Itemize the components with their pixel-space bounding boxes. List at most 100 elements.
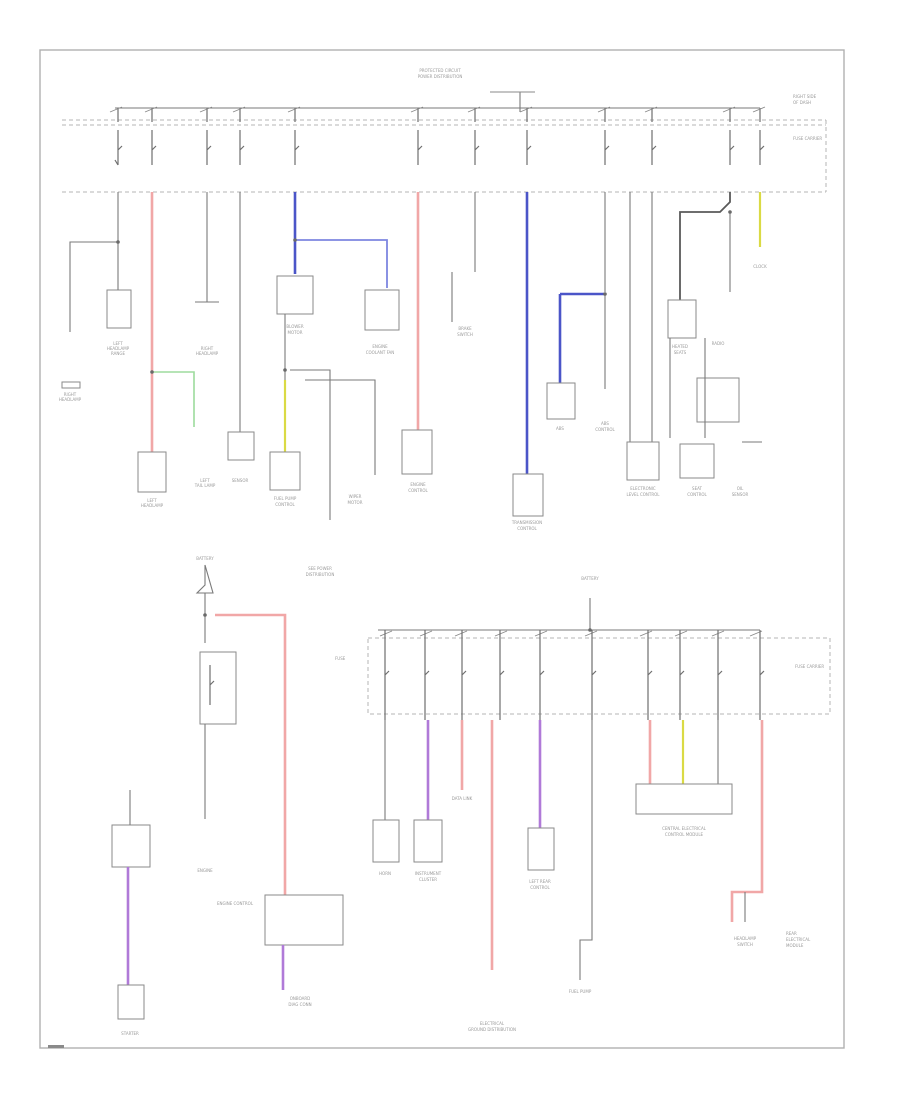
svg-text:SENSOR: SENSOR xyxy=(732,492,749,497)
bottom-left-circuit: BATTERY ENGINE STARTER ONBOARD DIAG CONN… xyxy=(111,556,344,1036)
svg-text:SEE POWER: SEE POWER xyxy=(308,566,332,571)
component-bl-3 xyxy=(117,984,145,1020)
svg-text:GROUND DISTRIBUTION: GROUND DISTRIBUTION xyxy=(468,1027,516,1032)
svg-text:BATTERY: BATTERY xyxy=(196,556,214,561)
page-label-mark xyxy=(48,1045,64,1048)
svg-text:MOTOR: MOTOR xyxy=(348,500,363,505)
component-c6 xyxy=(401,429,433,475)
svg-text:RANGE: RANGE xyxy=(111,351,125,356)
component-c11b xyxy=(696,377,740,423)
svg-text:SWITCH: SWITCH xyxy=(737,942,753,947)
svg-text:RIGHT SIDE: RIGHT SIDE xyxy=(793,94,817,99)
svg-text:MOTOR: MOTOR xyxy=(288,330,303,335)
component-c5c xyxy=(364,289,400,331)
component-bl-1 xyxy=(199,651,237,725)
svg-text:RIGHT: RIGHT xyxy=(64,392,77,397)
ground-c1 xyxy=(61,381,81,389)
svg-text:FUEL PUMP: FUEL PUMP xyxy=(274,496,297,501)
svg-text:OF DASH: OF DASH xyxy=(793,100,811,105)
svg-text:CONTROL MODULE: CONTROL MODULE xyxy=(665,832,704,837)
bottom-fuse-ticks xyxy=(379,630,763,637)
svg-text:HEATED: HEATED xyxy=(672,344,688,349)
svg-text:HORN: HORN xyxy=(379,871,391,876)
wire-c11c xyxy=(669,338,706,438)
svg-text:CLUSTER: CLUSTER xyxy=(419,877,437,882)
fuse-9 xyxy=(604,108,610,165)
fusible-link xyxy=(195,564,214,594)
svg-text:HEADLAMP: HEADLAMP xyxy=(59,397,82,402)
bottom-branch-wires: HORN INSTRUMENT CLUSTER DATA LINK LEFT R… xyxy=(372,720,811,1032)
component-c4 xyxy=(227,431,255,461)
svg-text:DIAG CONN: DIAG CONN xyxy=(288,1002,311,1007)
svg-text:BLOWER: BLOWER xyxy=(286,324,303,329)
wire-c3 xyxy=(195,192,219,303)
svg-text:FUSE: FUSE xyxy=(335,656,346,661)
svg-text:INSTRUMENT: INSTRUMENT xyxy=(415,871,442,876)
svg-text:HEADLAMP: HEADLAMP xyxy=(196,351,219,356)
svg-text:ENGINE: ENGINE xyxy=(372,344,388,349)
svg-text:HEADLAMP: HEADLAMP xyxy=(734,936,757,941)
svg-text:CONTROL: CONTROL xyxy=(275,502,295,507)
fuse-4 xyxy=(239,108,245,165)
svg-text:POWER DISTRIBUTION: POWER DISTRIBUTION xyxy=(418,74,463,79)
svg-text:OIL: OIL xyxy=(737,486,744,491)
svg-text:SEATS: SEATS xyxy=(674,350,687,355)
svg-text:CENTRAL ELECTRICAL: CENTRAL ELECTRICAL xyxy=(662,826,707,831)
svg-text:CONTROL: CONTROL xyxy=(408,488,428,493)
wire-b6 xyxy=(579,720,593,980)
svg-text:WIPER: WIPER xyxy=(349,494,362,499)
svg-text:CONTROL: CONTROL xyxy=(687,492,707,497)
diagram-frame xyxy=(39,49,845,1049)
svg-text:ELECTRONIC: ELECTRONIC xyxy=(630,486,656,491)
svg-text:ELECTRICAL: ELECTRICAL xyxy=(786,937,811,942)
fuse-bl xyxy=(209,665,215,705)
fuse-1 xyxy=(114,108,123,166)
svg-text:LEVEL CONTROL: LEVEL CONTROL xyxy=(626,492,660,497)
component-bl-2 xyxy=(111,824,151,868)
wire-gray-c11 xyxy=(679,192,731,302)
fuse-3 xyxy=(206,108,212,165)
svg-text:DATA LINK: DATA LINK xyxy=(452,796,473,801)
wire-c10 xyxy=(629,192,653,442)
svg-text:ENGINE CONTROL: ENGINE CONTROL xyxy=(217,901,254,906)
wire-red-b10 xyxy=(730,720,764,922)
component-bl-4 xyxy=(264,894,344,946)
svg-text:SWITCH: SWITCH xyxy=(457,332,473,337)
svg-text:LEFT REAR: LEFT REAR xyxy=(529,879,551,884)
svg-text:ELECTRICAL: ELECTRICAL xyxy=(480,1021,505,1026)
fuse-11 xyxy=(729,108,735,165)
component-c5 xyxy=(276,275,314,315)
fuse-10 xyxy=(651,108,657,165)
svg-text:CLOCK: CLOCK xyxy=(753,264,767,269)
svg-text:STARTER: STARTER xyxy=(121,1031,139,1036)
component-c8 xyxy=(512,473,544,517)
wire-c1 xyxy=(69,192,119,332)
component-b1 xyxy=(372,819,400,863)
fuse-5 xyxy=(294,108,300,165)
svg-text:LEFT: LEFT xyxy=(200,478,210,483)
svg-text:SEAT: SEAT xyxy=(692,486,702,491)
component-c2 xyxy=(137,451,167,493)
component-c5b xyxy=(269,451,301,491)
top-labels: PROTECTED CIRCUIT POWER DISTRIBUTION RIG… xyxy=(59,68,823,577)
top-branch-wires xyxy=(61,192,762,520)
component-central-module xyxy=(635,783,733,815)
svg-text:MODULE: MODULE xyxy=(786,943,804,948)
svg-text:COOLANT FAN: COOLANT FAN xyxy=(366,350,395,355)
svg-text:HEADLAMP: HEADLAMP xyxy=(107,346,130,351)
svg-text:DISTRIBUTION: DISTRIBUTION xyxy=(306,572,335,577)
svg-text:RADIO: RADIO xyxy=(712,341,725,346)
component-c1 xyxy=(106,289,132,329)
svg-text:LEFT: LEFT xyxy=(113,341,123,346)
svg-text:CONTROL: CONTROL xyxy=(517,526,537,531)
svg-text:REAR: REAR xyxy=(786,931,797,936)
fuse-12 xyxy=(759,108,765,165)
svg-text:ONBOARD: ONBOARD xyxy=(290,996,311,1001)
component-c11c xyxy=(679,443,715,479)
bottom-fuses xyxy=(384,630,765,720)
svg-text:FUSE CARRIER: FUSE CARRIER xyxy=(793,136,822,141)
fuse-7 xyxy=(474,108,480,165)
svg-text:LEFT: LEFT xyxy=(147,498,157,503)
